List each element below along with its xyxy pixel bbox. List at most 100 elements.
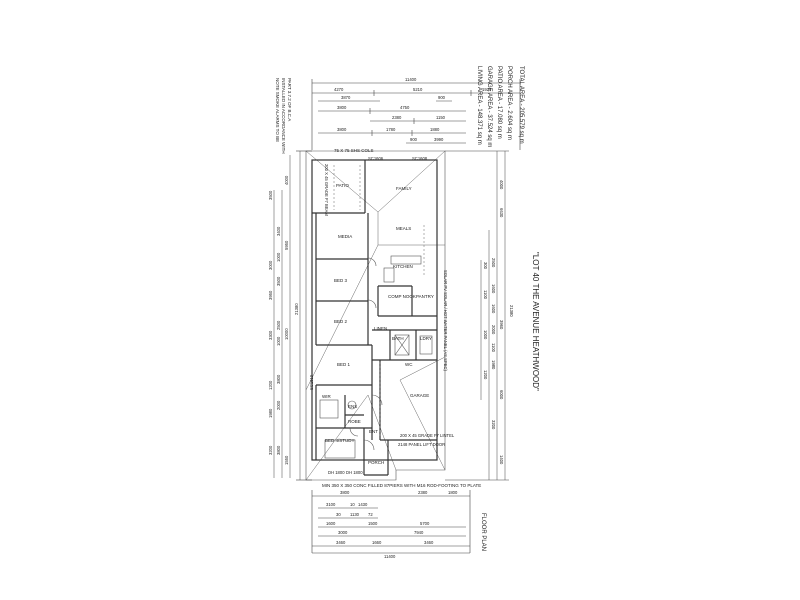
room-bed2: BED 2 [334, 319, 348, 324]
dim-bot-r5-a: 3000 [338, 530, 348, 535]
room-pantry: PANTRY [416, 294, 434, 299]
dim-bot-r4-b: 1500 [368, 521, 378, 526]
dim-right-overall: 21380 [509, 305, 514, 317]
dim-right-b1: 1600 [491, 284, 496, 294]
dim-bot-r2-c: 1430 [358, 502, 368, 507]
left-dimensions: 21380 4000 5950 10000 1550 3400 1000 350… [268, 150, 312, 481]
sc1610-label: SC1610 [309, 374, 314, 390]
dim-top-r5-a: 3800 [337, 127, 347, 132]
dim-bot-r6-b: 1660 [372, 540, 382, 545]
solar-note: SOLAR PV SOLAR / HOT WATER PANEL (AS SPE… [443, 270, 448, 372]
dim-top-r5-b: 1780 [386, 127, 396, 132]
dim-right-a2: 3960 [499, 320, 504, 330]
dim-top-r6-b: 3990 [434, 137, 444, 142]
room-comp-nook: COMP NOOK [388, 294, 416, 299]
smoke-note-line-2: INSTALLED IN ACCORDANCE WITH [281, 78, 286, 154]
dim-right-b4: 1100 [491, 343, 496, 353]
room-family: FAMILY [396, 186, 412, 191]
dim-top-r4-a: 2380 [392, 115, 402, 120]
room-bed3: BED 3 [334, 278, 348, 283]
area-patio: PATIO AREA - 17.080 sq m [496, 66, 502, 139]
dim-right-c3: 1200 [483, 370, 488, 380]
dim-left-b3: 2500 [276, 320, 281, 330]
smoke-alarm-note: NOTE SMOKE ALARMS TO BE INSTALLED IN ACC… [275, 78, 292, 154]
dim-left-b4: 1000 [276, 336, 281, 346]
room-ldry: LDRY [420, 336, 432, 341]
dim-right-a1: 6630 [499, 208, 504, 218]
smoke-note-line-3: PART 3.7.2 OF B.C.A [287, 78, 292, 121]
dim-top-r4-b: 1150 [436, 115, 446, 120]
room-media: MEDIA [338, 234, 352, 239]
lot-address-text: "LOT 40 THE AVENUE HEATHWOOD" [531, 252, 540, 391]
dim-left-c1: 3000 [268, 260, 273, 270]
top-dimensions: 11400 4270 5210 1920 3870 900 3800 4750 … [311, 77, 521, 150]
dim-top-r1-c: 1920 [482, 87, 492, 92]
room-porch: PORCH [368, 460, 384, 465]
room-labels: PATIO FAMILY MEALS MEDIA KITCHEN BED 3 B… [322, 183, 434, 465]
plan-title: FLOOR PLAN [480, 513, 486, 551]
dim-bot-r3-a: 30 [336, 512, 341, 517]
room-kitchen: KITCHEN [393, 264, 413, 269]
right-dimensions: 21380 4000 6630 3960 6000 1400 2500 1600… [445, 150, 514, 481]
area-garage: GARAGE AREA - 37.524 sq m [486, 66, 492, 147]
dim-right-b6: 3200 [491, 420, 496, 430]
dim-right-b3: 2000 [491, 325, 496, 335]
dim-bot-r1-c: 1800 [448, 490, 458, 495]
dim-left-a2: 10000 [284, 328, 289, 340]
garage-beam-note: 200 X 45 GRADE F7 LINTEL [400, 433, 455, 438]
room-bed-master: BED 4/STUDY [325, 438, 355, 443]
footing-note: MIN 350 X 350 CONC FILLED 87PIERS WITH M… [322, 483, 481, 488]
dim-top-r6-a: 900 [410, 137, 418, 142]
smoke-note-line-1: NOTE SMOKE ALARMS TO BE [275, 78, 280, 142]
dim-bot-r4-a: 1600 [326, 521, 336, 526]
room-ens: ENS [348, 404, 357, 409]
window-label-2: DH 1800 [346, 470, 363, 475]
garage-door-note: 2148 PANEL LIFT DOOR [398, 442, 445, 447]
dim-top-r1-a: 4270 [334, 87, 344, 92]
dim-top-r5-c: 1880 [430, 127, 440, 132]
dim-left-c5: 1980 [268, 408, 273, 418]
dim-bot-overall: 11400 [384, 554, 396, 559]
cols-note: 75 X 75 SHS COLS [334, 148, 374, 153]
dim-top-r3-b: 4750 [400, 105, 410, 110]
dim-bot-r4-c: 5700 [420, 521, 430, 526]
sc1608-label: SC1608 [412, 156, 428, 161]
area-total: TOTAL AREA - 205.579 sq m [518, 66, 524, 144]
dim-bot-r1-a: 3800 [340, 490, 350, 495]
dim-bot-r5-b: 7940 [414, 530, 424, 535]
dim-bot-r2-b: 10 [350, 502, 355, 507]
dim-top-r2-a: 3870 [341, 95, 351, 100]
room-wc: WC [405, 362, 413, 367]
dim-right-c0: 300 [483, 262, 488, 270]
dim-top-r3-a: 3800 [337, 105, 347, 110]
room-ent: ENT [369, 429, 378, 434]
dim-right-a4: 1400 [499, 455, 504, 465]
dim-right-c1: 1100 [483, 290, 488, 300]
dim-top-overall: 11400 [405, 77, 417, 82]
dim-bot-r3-b: 1130 [350, 512, 360, 517]
dim-left-b0: 3400 [276, 226, 281, 236]
room-bath: BATH [392, 336, 404, 341]
room-garage: GARAGE [410, 393, 429, 398]
plan-title-text: FLOOR PLAN [480, 513, 486, 551]
beam-top-note: 200 X 45 GRADE F7 BEAM [324, 164, 329, 216]
room-bed1: BED 1 [337, 362, 351, 367]
room-meals: MEALS [396, 226, 411, 231]
dim-right-a0: 4000 [499, 180, 504, 190]
dim-left-c0: 3500 [268, 190, 273, 200]
dim-top-r1-b: 5210 [413, 87, 423, 92]
dim-right-b5: 1980 [491, 360, 496, 370]
dim-bot-r2-a: 3100 [326, 502, 336, 507]
walls [311, 159, 438, 476]
fixtures [319, 165, 433, 459]
dim-left-b7: 3800 [276, 445, 281, 455]
dim-bot-r6-c: 3460 [424, 540, 434, 545]
dim-left-a3: 1550 [284, 455, 289, 465]
dim-left-c6: 3200 [268, 445, 273, 455]
room-wir: WIR [322, 394, 331, 399]
area-schedule: LIVING AREA - 148.371 sq m GARAGE AREA -… [476, 66, 524, 147]
sc1606-label: SC1606 [368, 156, 384, 161]
dim-right-c2: 1000 [483, 330, 488, 340]
dim-top-r2-b: 900 [438, 95, 446, 100]
